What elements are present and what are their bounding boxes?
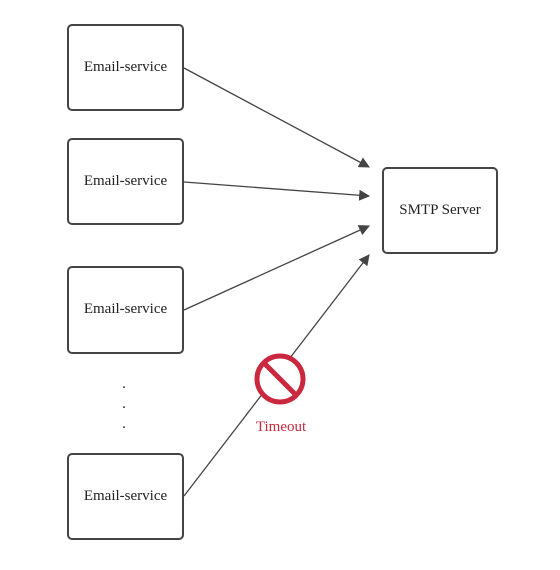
service-node-3[interactable]: Email-service: [67, 266, 184, 354]
service-node-label: Email-service: [84, 59, 168, 75]
ellipsis-dot: .: [122, 416, 126, 432]
edge-service-3-to-server: [183, 225, 371, 311]
timeout-label: Timeout: [256, 419, 307, 435]
service-node-label: Email-service: [84, 173, 168, 189]
ellipsis-dot: .: [122, 376, 126, 392]
prohibited-icon: [254, 353, 306, 405]
service-node-label: Email-service: [84, 488, 168, 504]
ellipsis-dot: .: [122, 396, 126, 412]
edge-service-2-to-server: [183, 181, 371, 201]
smtp-server-label: SMTP Server: [399, 202, 481, 218]
smtp-server-node[interactable]: SMTP Server: [382, 167, 498, 254]
service-node-1[interactable]: Email-service: [67, 24, 184, 111]
service-node-label: Email-service: [84, 301, 168, 317]
service-node-2[interactable]: Email-service: [67, 138, 184, 225]
edge-service-1-to-server: [183, 67, 370, 168]
service-node-4[interactable]: Email-service: [67, 453, 184, 540]
